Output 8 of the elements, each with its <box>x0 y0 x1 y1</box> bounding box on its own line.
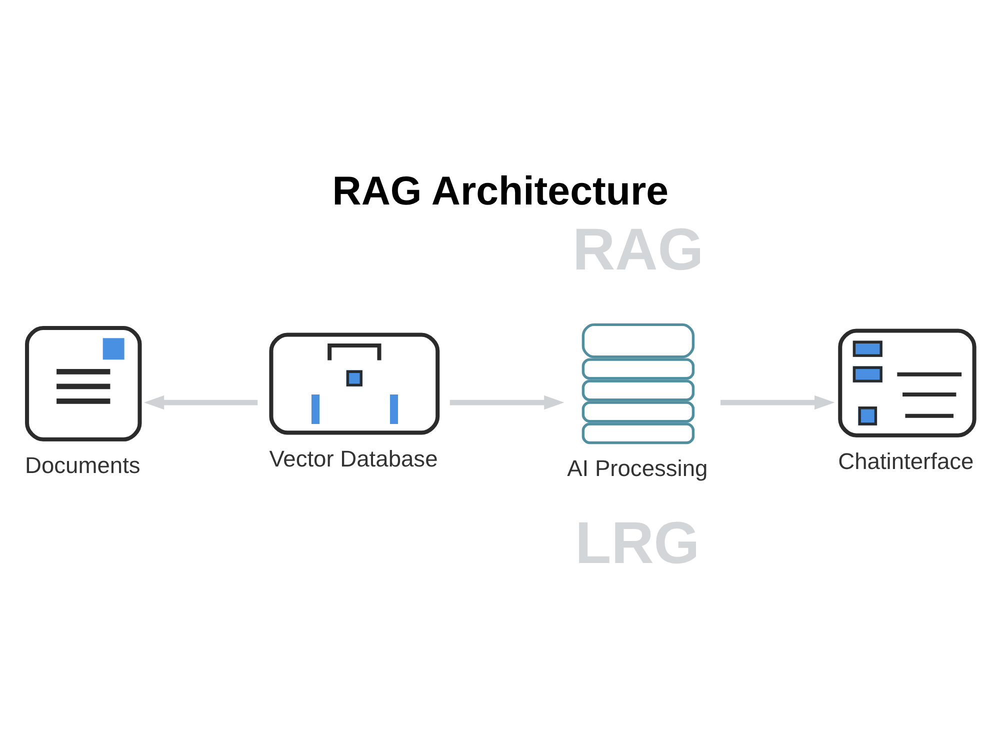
node-label: Chatinterface <box>838 448 974 474</box>
arrow <box>720 395 835 410</box>
arrow <box>144 395 258 410</box>
node-label: AI Processing <box>567 454 708 481</box>
arrow <box>450 395 564 410</box>
diagram-title: RAG Architecture <box>332 168 669 214</box>
node-label: Vector Database <box>269 445 438 472</box>
node-label: Documents <box>25 452 140 478</box>
